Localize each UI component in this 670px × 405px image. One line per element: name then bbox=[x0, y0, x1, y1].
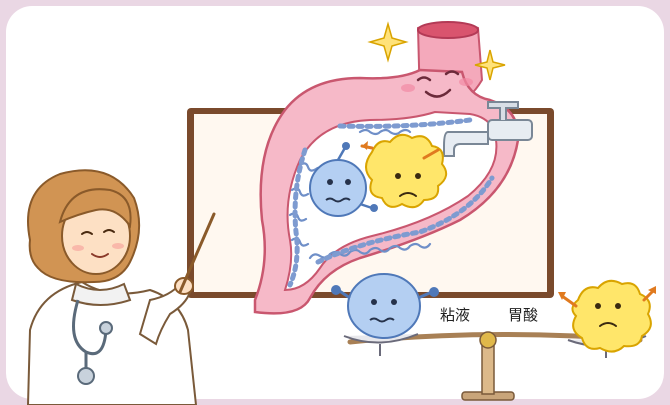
mucus-label: 粘液 bbox=[440, 306, 470, 324]
acid-character-in-stomach bbox=[362, 135, 446, 207]
gastric-acid-label: 胃酸 bbox=[508, 306, 538, 324]
